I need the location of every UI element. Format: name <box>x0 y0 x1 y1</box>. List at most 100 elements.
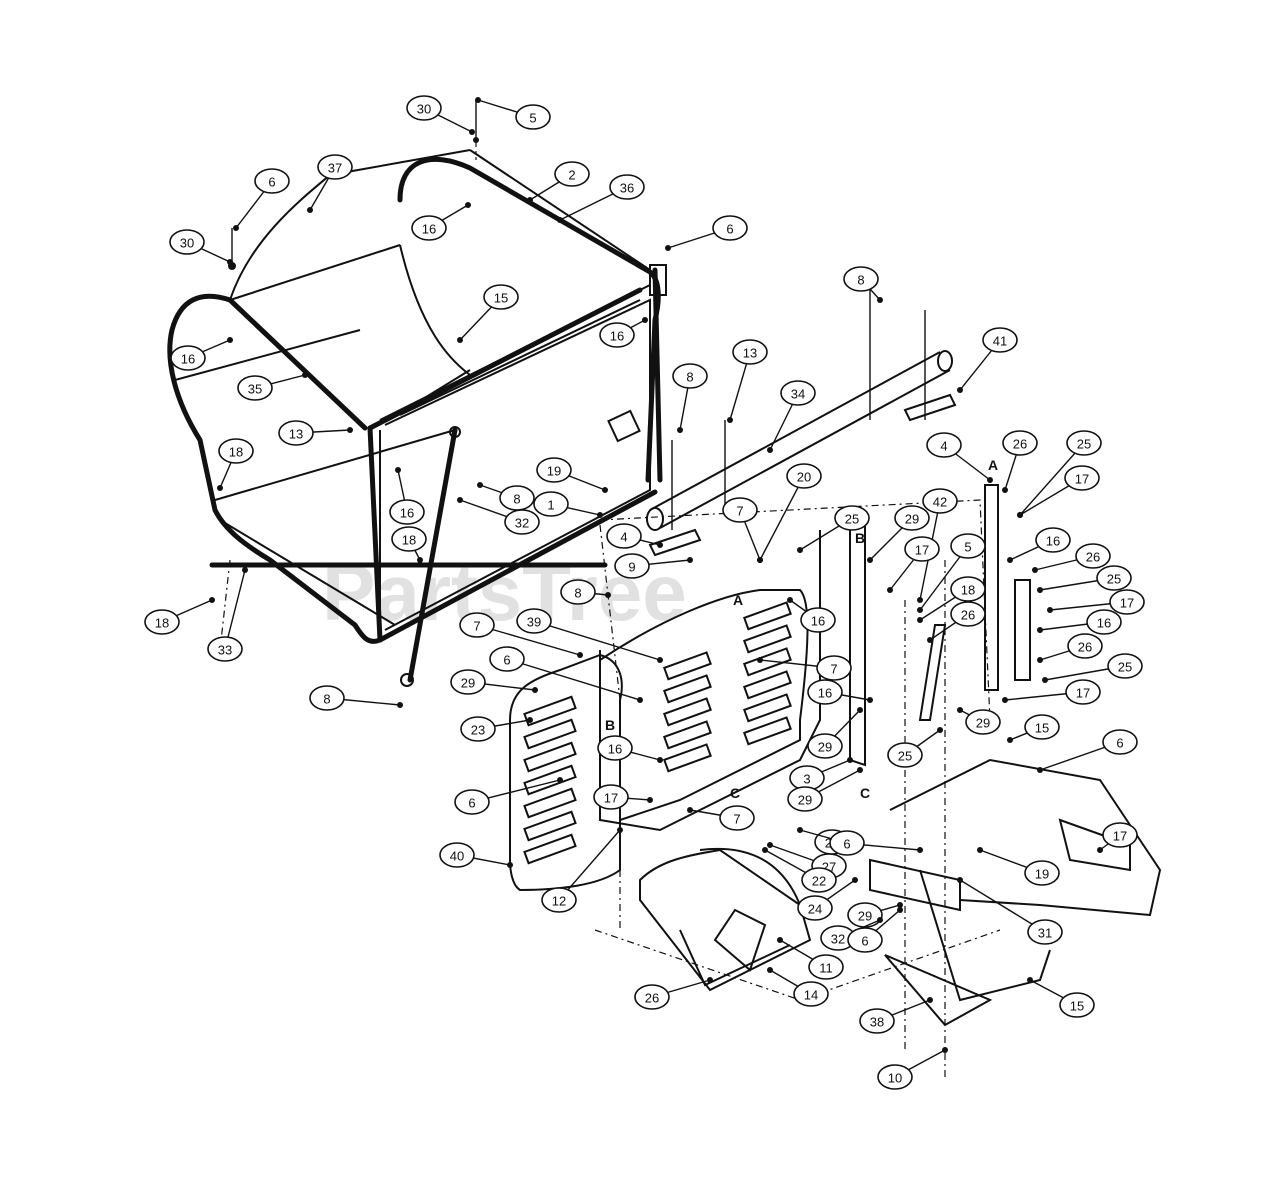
callout-bubble <box>439 842 475 868</box>
callout-6: 6 <box>797 827 865 856</box>
leader-line <box>506 658 641 701</box>
callout-number: 16 <box>1097 616 1111 631</box>
leader-dot <box>937 727 943 733</box>
leader-dot <box>1047 607 1053 613</box>
callout-30: 30 <box>406 95 475 135</box>
callout-17: 17 <box>593 784 653 810</box>
callout-bubble <box>877 1064 913 1090</box>
callout-16: 16 <box>807 679 873 705</box>
callout-16: 16 <box>170 337 233 371</box>
callout-2: 2 <box>527 161 590 203</box>
leader-dot <box>557 217 563 223</box>
callout-number: 8 <box>513 492 520 507</box>
leader-dot <box>727 417 733 423</box>
tube-assembly <box>646 280 957 557</box>
leader-dot <box>657 542 663 548</box>
leader-dot <box>877 917 883 923</box>
callout-bubble <box>309 685 345 711</box>
callout-25: 25 <box>887 727 943 768</box>
callout-bubble <box>593 784 629 810</box>
callout-18: 18 <box>391 526 427 563</box>
callout-bubble <box>904 536 940 562</box>
leader-dot <box>877 297 883 303</box>
callout-number: 7 <box>736 504 743 519</box>
leader-dot <box>957 707 963 713</box>
callout-bubble <box>533 491 569 517</box>
callout-bubble <box>454 789 490 815</box>
leader-dot <box>957 387 963 393</box>
leader-dot <box>887 587 893 593</box>
callout-bubble <box>965 709 1001 735</box>
leader-dot <box>767 967 773 973</box>
callout-36: 36 <box>557 174 645 223</box>
leader-line <box>759 475 805 561</box>
callout-bubble <box>1102 729 1138 755</box>
callout-1: 1 <box>533 491 603 518</box>
letter-markers: A B A B C C <box>605 457 998 801</box>
callout-16: 16 <box>787 597 836 633</box>
callout-20: 20 <box>757 463 822 563</box>
callout-bubble <box>1107 653 1143 679</box>
callout-40: 40 <box>439 842 513 868</box>
leader-dot <box>847 757 853 763</box>
callout-number: 36 <box>620 181 634 196</box>
callout-18: 18 <box>144 597 215 635</box>
callout-bubble <box>787 786 823 812</box>
callout-7: 7 <box>459 612 583 658</box>
callout-bubble <box>411 215 447 241</box>
callout-bubble <box>950 601 986 627</box>
callout-number: 19 <box>1035 867 1049 882</box>
callout-number: 8 <box>857 273 864 288</box>
leader-dot <box>777 937 783 943</box>
leader-dot <box>797 547 803 553</box>
callout-bubble <box>516 608 552 634</box>
callout-bubble <box>1096 565 1132 591</box>
leader-dot <box>762 847 768 853</box>
leader-dot <box>917 607 923 613</box>
callout-bubble <box>793 981 829 1007</box>
callout-number: 15 <box>494 291 508 306</box>
callout-bubble <box>829 830 865 856</box>
callout-15: 15 <box>1027 977 1095 1018</box>
callout-number: 6 <box>861 934 868 949</box>
callout-18: 18 <box>917 576 986 623</box>
leader-dot <box>242 567 248 573</box>
callout-number: 37 <box>328 161 342 176</box>
callout-29: 29 <box>957 707 1001 735</box>
leader-dot <box>867 697 873 703</box>
callout-8: 8 <box>309 685 403 711</box>
callout-12: 12 <box>541 827 623 913</box>
leader-dot <box>477 482 483 488</box>
leader-dot <box>457 337 463 343</box>
callout-bubble <box>1065 679 1101 705</box>
callout-17: 17 <box>1097 822 1138 853</box>
leader-dot <box>227 337 233 343</box>
leader-line <box>533 620 661 661</box>
callout-39: 39 <box>516 608 663 663</box>
callout-bubble <box>1027 919 1063 945</box>
leader-line <box>1019 442 1085 516</box>
leader-dot <box>527 717 533 723</box>
callout-bubble <box>560 579 596 605</box>
callout-bubble <box>1035 527 1071 553</box>
callout-number: 8 <box>574 586 581 601</box>
callout-number: 33 <box>218 643 232 658</box>
callout-number: 6 <box>468 796 475 811</box>
callout-bubble <box>797 895 833 921</box>
callout-number: 16 <box>608 742 622 757</box>
callout-number: 31 <box>1038 926 1052 941</box>
callout-number: 12 <box>552 894 566 909</box>
callout-7: 7 <box>687 805 755 831</box>
callout-number: 8 <box>323 692 330 707</box>
callout-25: 25 <box>1042 653 1143 683</box>
callout-bubble <box>982 327 1018 353</box>
leader-dot <box>927 997 933 1003</box>
callout-bubble <box>1102 822 1138 848</box>
callout-7: 7 <box>757 655 852 681</box>
leader-dot <box>927 637 933 643</box>
leader-dot <box>597 512 603 518</box>
callout-number: 18 <box>961 583 975 598</box>
leader-dot <box>1037 587 1043 593</box>
